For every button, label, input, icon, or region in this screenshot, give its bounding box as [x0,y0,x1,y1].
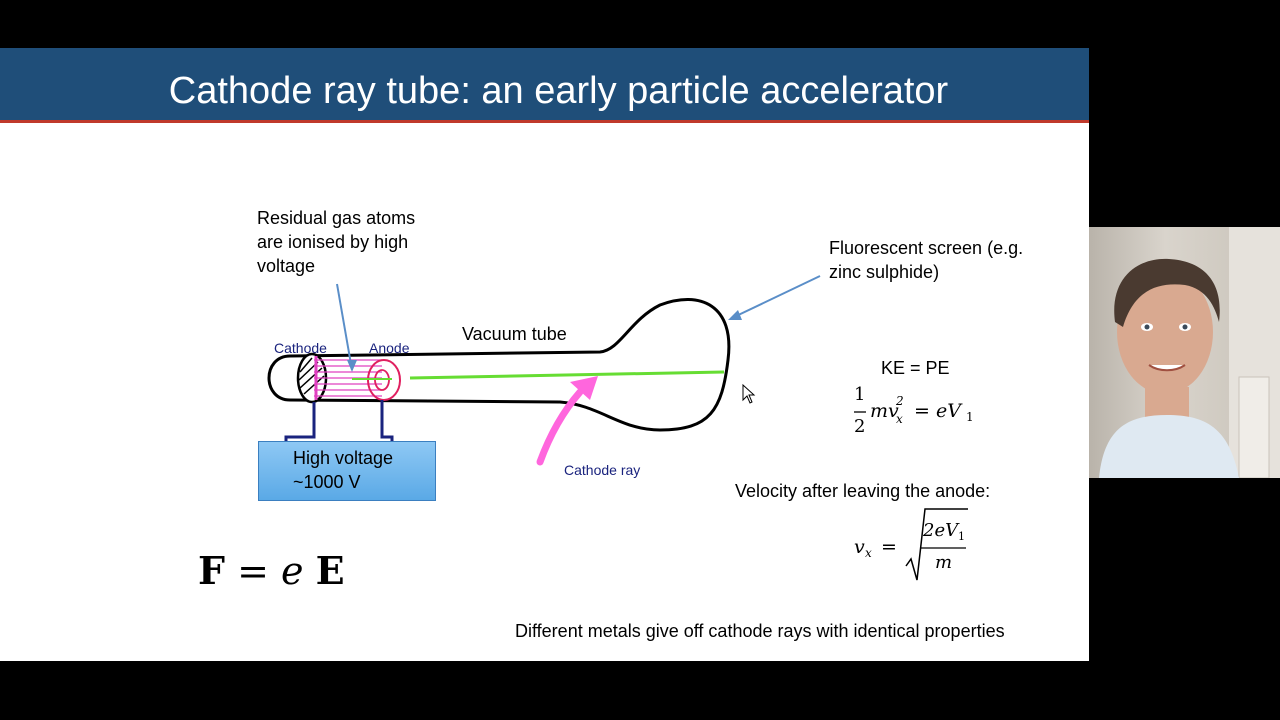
gas-pointer-arrow [336,283,353,371]
velocity-numerator-subscript: 1 [958,530,965,543]
mouse-cursor-icon [742,383,756,404]
cathode-label: Cathode [274,340,327,356]
fluorescent-screen-label: Fluorescent screen (e.g. zinc sulphide) [829,238,1024,282]
cathode-wire [284,402,316,441]
high-voltage-label: High voltage [293,448,394,468]
energy-rhs: = eV [914,400,961,422]
velocity-label: Velocity after leaving the anode: [735,481,991,501]
slide-title: Cathode ray tube: an early particle acce… [168,70,949,112]
energy-fraction-denominator: 2 [854,416,866,437]
force-E: E [315,548,345,593]
high-voltage-value: ~1000 V [293,472,361,492]
force-equals: = [237,549,269,593]
cathode-ray-annotation-arrowhead [570,376,598,400]
residual-gas-label: Residual gas atoms are ionised by high v… [257,208,416,276]
vacuum-tube-outline [267,298,731,432]
cathode-ray-annotation-arrow [536,388,584,466]
presenter-video-feed [1099,227,1280,478]
velocity-lhs: v [854,536,865,558]
anode-label: Anode [369,340,410,356]
cathode-ray-label: Cathode ray [564,462,641,478]
energy-superscript: 2 [896,394,904,408]
presenter-webcam [1089,227,1280,478]
high-voltage-box: High voltage ~1000 V [258,441,436,501]
energy-fraction-numerator: 1 [854,384,866,405]
energy-subscript: x [896,412,903,426]
velocity-denominator: m [935,552,953,573]
force-F: F [198,548,225,593]
force-equation: F = e E [198,548,345,593]
crt-diagram [267,275,968,581]
footer-note: Different metals give off cathode rays w… [515,621,1005,641]
gas-pointer-arrowhead [347,360,357,372]
slide: Cathode ray tube: an early particle acce… [0,48,1089,661]
anode-wire [380,400,394,441]
screen-pointer-arrowhead [728,310,742,320]
electron-beam [409,370,725,380]
screen-pointer-arrow [731,275,821,319]
sqrt-sign [905,508,968,581]
title-bar: Cathode ray tube: an early particle acce… [0,48,1089,123]
velocity-equals: = [881,536,897,558]
velocity-lhs-subscript: x [865,546,872,560]
force-e: e [281,549,304,593]
ke-pe-equation: KE = PE [881,358,950,378]
energy-mv: mv [870,400,899,422]
energy-rhs-subscript: 1 [966,410,974,424]
velocity-numerator: 2eV [923,520,959,541]
vacuum-tube-label: Vacuum tube [462,324,567,344]
